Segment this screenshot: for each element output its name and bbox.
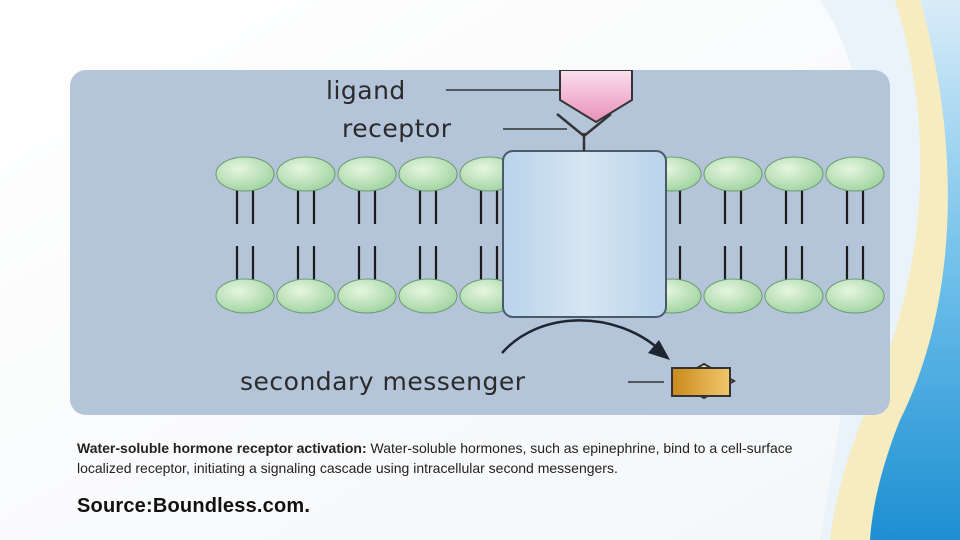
hormone-receptor-diagram: ligand receptor secondary messenger [70, 70, 890, 415]
secondary-messenger-label: secondary messenger [240, 367, 526, 396]
receptor-label: receptor [342, 114, 452, 143]
phospholipid-head [337, 156, 397, 192]
phospholipid-head [764, 278, 824, 314]
secondary-messenger-molecule [671, 367, 731, 397]
caption-title: Water-soluble hormone receptor activatio… [77, 440, 367, 456]
source-credit: Source:Boundless.com. [77, 495, 311, 517]
phospholipid-head [825, 156, 885, 192]
signal-arrow [501, 319, 661, 354]
receptor-protein [502, 150, 667, 318]
diagram-canvas [70, 70, 890, 415]
phospholipid-head [276, 156, 336, 192]
phospholipid-head [825, 278, 885, 314]
receptor-binding-site [556, 113, 612, 138]
phospholipid-head [398, 278, 458, 314]
decor-blue-curve [870, 0, 960, 540]
signal-arrowhead [648, 340, 670, 360]
phospholipid-head [398, 156, 458, 192]
phospholipid-head [703, 278, 763, 314]
phospholipid-head [215, 278, 275, 314]
ligand-molecule [559, 70, 633, 124]
phospholipid-head [276, 278, 336, 314]
ligand-label: ligand [326, 76, 406, 105]
phospholipid-head [215, 156, 275, 192]
diagram-background [70, 70, 890, 415]
phospholipid-head [764, 156, 824, 192]
caption-body: Water-soluble hormones, such as epinephr… [77, 440, 793, 476]
phospholipid-head [703, 156, 763, 192]
phospholipid-head [337, 278, 397, 314]
figure-caption: Water-soluble hormone receptor activatio… [77, 438, 847, 478]
